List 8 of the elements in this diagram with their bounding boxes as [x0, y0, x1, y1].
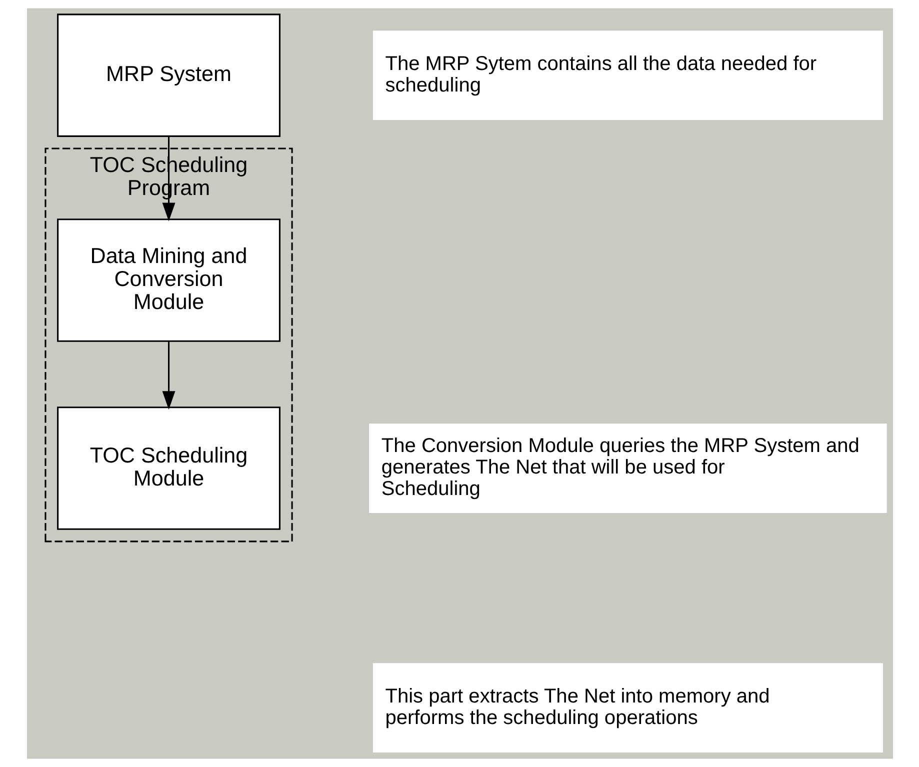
node-box: This part extracts The Net into memory and performs the scheduling operations: [372, 663, 882, 753]
node-box: MRP System: [56, 14, 280, 137]
arrow: [162, 136, 175, 222]
node-box: Data Mining and Conversion Module: [56, 218, 280, 342]
arrow: [162, 341, 175, 410]
node-box: TOC Scheduling Module: [56, 406, 280, 530]
node-box: The Conversion Module queries the MRP System and generates The Net that will be used for Scheduling: [368, 424, 886, 513]
node-box: The MRP Sytem contains all the data needed for scheduling: [372, 30, 882, 120]
